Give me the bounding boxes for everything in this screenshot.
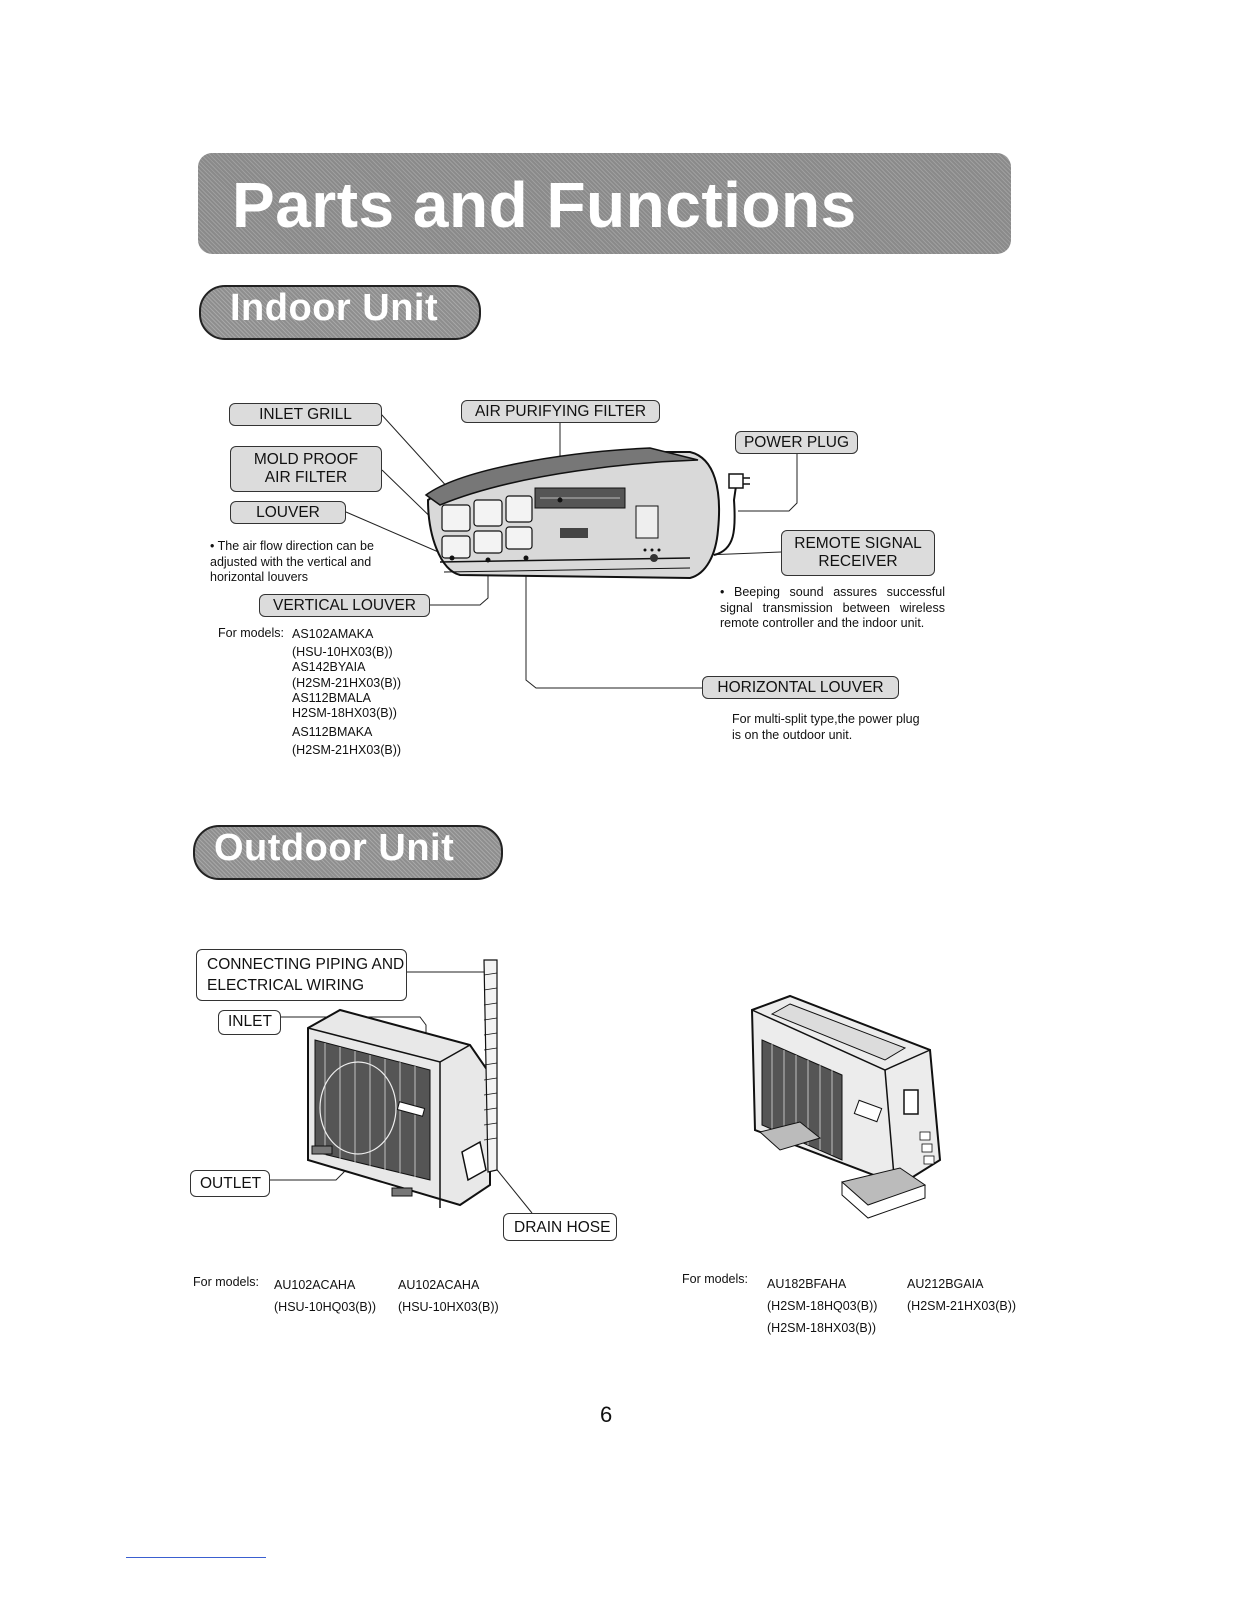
note-beeping-text: Beeping sound assures successful signal … [720, 585, 945, 630]
label-horizontal-louver: HORIZONTAL LOUVER [702, 676, 899, 699]
label-remote-signal-receiver: REMOTE SIGNAL RECEIVER [781, 530, 935, 576]
page-title: Parts and Functions [232, 169, 857, 241]
indoor-model: AS102AMAKA [292, 627, 374, 641]
label-remote-signal-line2: RECEIVER [818, 553, 898, 570]
label-mold-proof-line1: MOLD PROOF [253, 451, 359, 468]
outdoor-model: AU212BGAIA [907, 1277, 984, 1291]
outdoor-model: (H2SM-18HQ03(B)) [767, 1299, 878, 1313]
label-outlet: OUTLET [190, 1170, 270, 1197]
outdoor-heading: Outdoor Unit [214, 827, 455, 869]
label-remote-signal-line1: REMOTE SIGNAL [794, 535, 922, 552]
indoor-model: (H2SM-21HX03(B)) [292, 675, 402, 690]
indoor-unit-illustration [345, 413, 798, 689]
outdoor-unit-illustration [270, 959, 942, 1219]
label-drain-hose: DRAIN HOSE [503, 1213, 617, 1241]
note-airflow-text: The air flow direction can be adjusted w… [210, 539, 374, 584]
outdoor-model: (HSU-10HQ03(B)) [274, 1300, 377, 1314]
label-air-purifying-filter: AIR PURIFYING FILTER [461, 400, 660, 423]
indoor-models-label: For models: [218, 626, 284, 640]
outdoor-model: (H2SM-21HX03(B)) [907, 1299, 1017, 1313]
outdoor-heading-pill [193, 825, 503, 880]
label-inlet: INLET [218, 1010, 281, 1035]
label-power-plug: POWER PLUG [735, 431, 858, 454]
label-connecting-line1: CONNECTING PIPING AND [207, 956, 405, 973]
label-connecting-piping-wiring: CONNECTING PIPING AND ELECTRICAL WIRING [196, 949, 407, 1001]
outdoor-model: AU102ACAHA [398, 1278, 480, 1292]
outdoor-models-left-col1: AU102ACAHA (HSU-10HQ03(B)) [274, 1274, 376, 1318]
note-beeping: • Beeping sound assures successful signa… [720, 585, 945, 632]
indoor-model: AS112BMAKA [292, 725, 373, 740]
indoor-model: AS112BMALA [292, 690, 371, 705]
label-vertical-louver: VERTICAL LOUVER [259, 594, 430, 617]
outdoor-models-right-label: For models: [682, 1272, 748, 1286]
indoor-model: H2SM-18HX03(B)) [292, 706, 397, 721]
outdoor-model: AU182BFAHA [767, 1277, 847, 1291]
indoor-model: AS142BYAIA [292, 660, 366, 675]
outdoor-models-left-label: For models: [193, 1275, 259, 1289]
bullet-icon: • [720, 585, 735, 599]
outdoor-model: AU102ACAHA [274, 1278, 356, 1292]
outdoor-models-right-col1: AU182BFAHA (H2SM-18HQ03(B)) (H2SM-18HX03… [767, 1273, 877, 1339]
label-louver: LOUVER [230, 501, 346, 524]
title-banner [198, 153, 1011, 254]
indoor-heading-pill [199, 285, 481, 340]
page-number: 6 [600, 1402, 613, 1427]
bullet-icon: • [210, 539, 218, 553]
indoor-model: (H2SM-21HX03(B)) [292, 743, 402, 758]
outdoor-models-left-col2: AU102ACAHA (HSU-10HX03(B)) [398, 1274, 499, 1318]
label-connecting-line2: ELECTRICAL WIRING [207, 977, 365, 994]
indoor-models-list: AS102AMAKA (HSU-10HX03(B)) AS142BYAIA (H… [292, 627, 401, 759]
note-airflow: • The air flow direction can be adjusted… [210, 539, 398, 586]
label-inlet-grill: INLET GRILL [229, 403, 382, 426]
indoor-heading: Indoor Unit [230, 287, 439, 329]
note-multisplit: For multi-split type,the power plug is o… [732, 712, 920, 742]
label-mold-proof-filter: MOLD PROOF AIR FILTER [230, 446, 382, 492]
outdoor-models-right-col2: AU212BGAIA (H2SM-21HX03(B)) [907, 1273, 1016, 1317]
label-mold-proof-line2: AIR FILTER [264, 469, 348, 486]
footer-rule [126, 1557, 266, 1558]
outdoor-model: (H2SM-18HX03(B)) [767, 1321, 877, 1335]
outdoor-model: (HSU-10HX03(B)) [398, 1300, 499, 1314]
indoor-model: (HSU-10HX03(B)) [292, 645, 393, 660]
